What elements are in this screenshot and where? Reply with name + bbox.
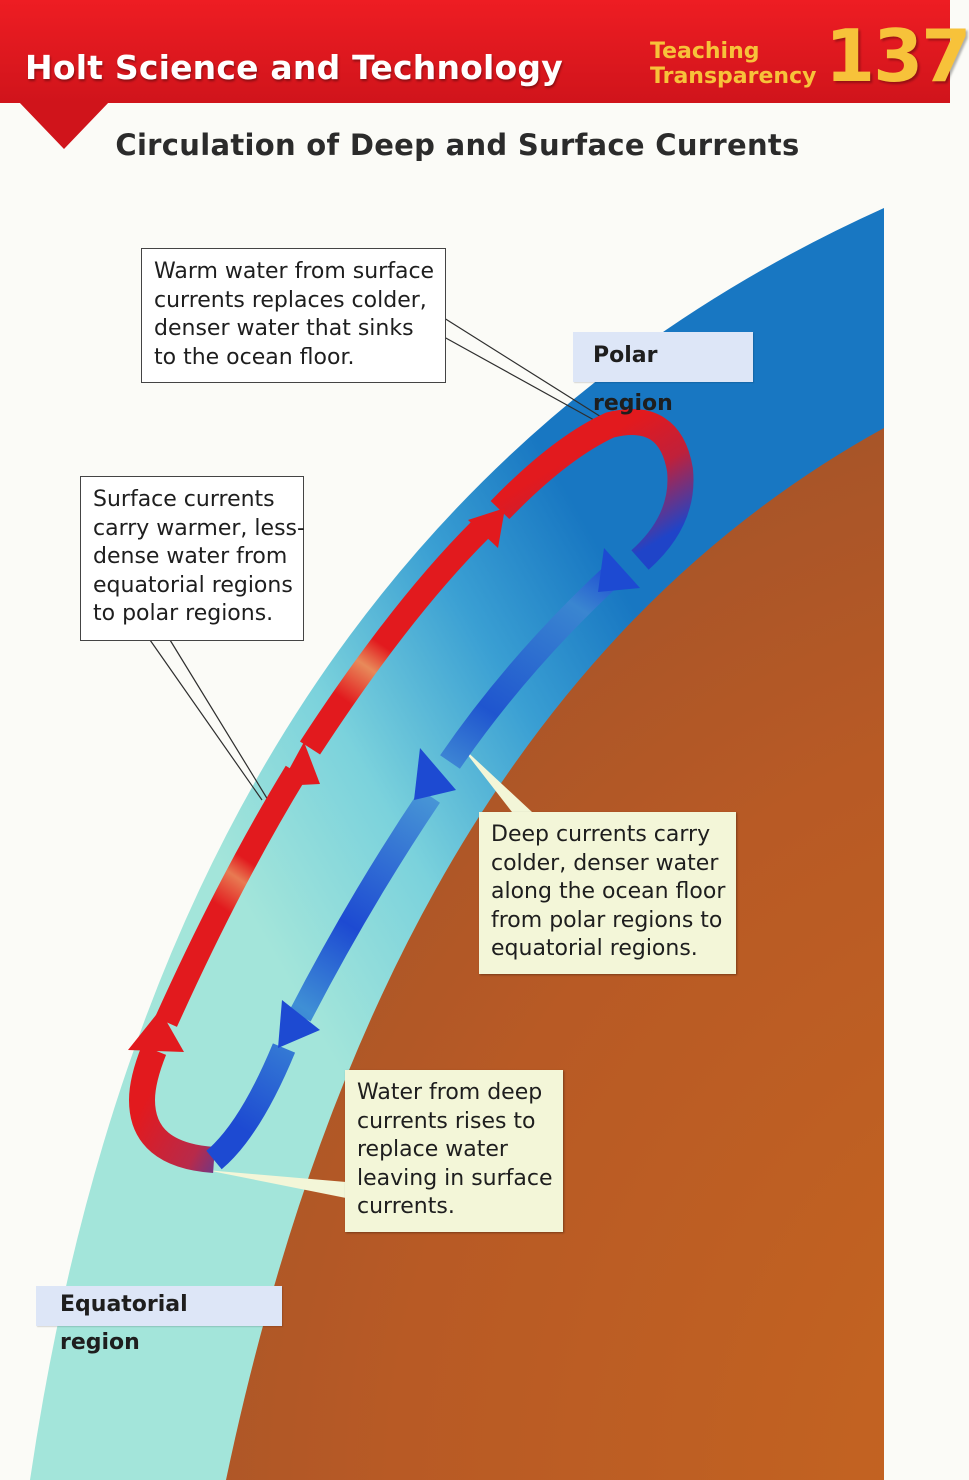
callout-line: Warm water from surface [154, 259, 435, 284]
callout-warm-replaces: Warm water from surface currents replace… [141, 248, 446, 383]
polar-region-label: Polar region [573, 332, 753, 416]
callout-line: from polar regions to [491, 907, 723, 933]
deep-current-upper [440, 561, 627, 769]
rises-callout-pointer [206, 1170, 346, 1198]
transparency-label: Teaching Transparency [650, 39, 816, 89]
callout-line: Surface currents [93, 487, 275, 512]
callout-line: denser water that sinks [154, 316, 414, 341]
callout-line: currents rises to [357, 1108, 536, 1134]
callout-surface-currents: Surface currents carry warmer, less- den… [80, 476, 305, 641]
transparency-line-1: Teaching [650, 39, 760, 64]
surface-current-mid [155, 765, 307, 1027]
leader-lines [149, 317, 607, 801]
callout-rises: Water from deep currents rises to replac… [345, 1070, 563, 1232]
diagram-title: Circulation of Deep and Surface Currents [115, 128, 800, 162]
surface-arrow-head-2 [280, 742, 320, 786]
header-notch [18, 101, 110, 149]
surface-arrow-head-3 [468, 508, 505, 548]
callout-line: colder, denser water [491, 850, 719, 876]
callout-line: along the ocean floor [491, 879, 726, 904]
callout-line: replace water [357, 1137, 508, 1162]
deep-current-mid [289, 789, 440, 1022]
surface-current-lower [129, 1045, 216, 1173]
deep-callout-pointer [460, 745, 532, 812]
callout-line: equatorial regions. [491, 936, 698, 961]
callout-line: leaving in surface [357, 1165, 553, 1191]
surface-current-top [490, 409, 694, 570]
publisher-title: Holt Science and Technology [25, 48, 563, 87]
callout-line: currents. [357, 1194, 455, 1219]
deep-arrow-head-2 [414, 748, 456, 800]
transparency-line-2: Transparency [650, 64, 817, 89]
callout-line: currents replaces colder, [154, 287, 427, 313]
equatorial-region-label: Equatorial region [36, 1286, 282, 1355]
callout-line: equatorial regions [93, 572, 293, 598]
deep-arrow-head-1 [598, 548, 640, 592]
callout-line: to the ocean floor. [154, 344, 355, 370]
callout-deep-currents: Deep currents carry colder, denser water… [479, 812, 736, 974]
surface-current-upper [299, 521, 489, 755]
callout-line: Water from deep [357, 1080, 543, 1105]
header-banner [0, 0, 950, 103]
surface-current [129, 409, 694, 1173]
deep-arrow-head-3 [278, 1000, 320, 1048]
callout-line: carry warmer, less- [93, 515, 305, 541]
surface-arrow-head-1 [128, 1010, 184, 1052]
callout-line: Deep currents carry [491, 822, 711, 847]
deep-current [206, 561, 627, 1170]
deep-current-lower [206, 1043, 296, 1170]
callout-line: dense water from [93, 544, 288, 569]
transparency-number: 137 [825, 14, 969, 98]
callout-line: to polar regions. [93, 601, 274, 626]
